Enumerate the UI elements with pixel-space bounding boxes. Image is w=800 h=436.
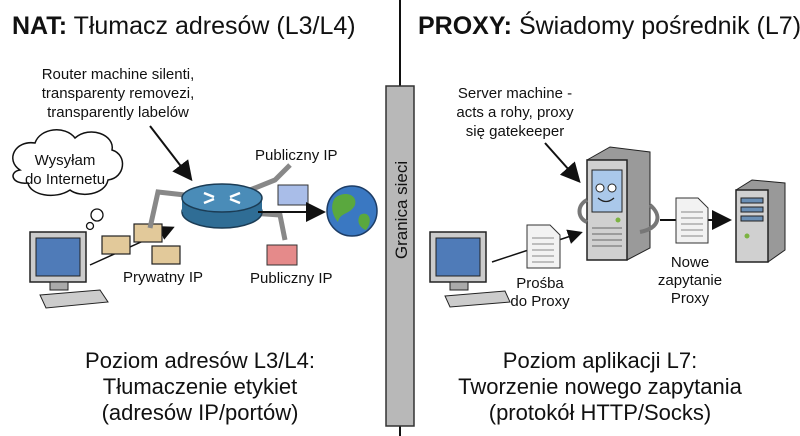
svg-text:transparently labelów: transparently labelów (47, 104, 189, 121)
svg-text:do Proxy: do Proxy (510, 293, 570, 310)
client-computer-icon (29, 231, 109, 309)
svg-text:Proxy: Proxy (671, 290, 710, 307)
network-boundary: Granica sieci (385, 85, 415, 427)
public-ip-label-bottom: Publiczny IP (250, 270, 333, 287)
public-ip-box-blue-icon (277, 184, 309, 206)
proxy-summary: Poziom aplikacji L7: Tworzenie nowego za… (458, 348, 742, 425)
new-request-label: Nowe zapytanie Proxy (658, 254, 722, 307)
request-document-icon (526, 224, 561, 269)
proxy-server-mascot-icon (577, 146, 660, 261)
svg-text:Tworzenie nowego zapytania: Tworzenie nowego zapytania (458, 374, 742, 399)
annotation-arrow (149, 125, 193, 182)
thought-cloud: Wysyłam do Internetu (12, 129, 124, 231)
public-ip-box-red-icon (266, 244, 298, 266)
proxy-annotation-arrow (544, 142, 581, 183)
nat-summary: Poziom adresów L3/L4: Tłumaczenie etykie… (85, 348, 315, 425)
svg-text:się gatekeeper: się gatekeeper (466, 123, 564, 140)
public-ip-label-top: Publiczny IP (255, 147, 338, 164)
svg-text:Poziom adresów L3/L4:: Poziom adresów L3/L4: (85, 348, 315, 373)
svg-text:(adresów IP/portów): (adresów IP/portów) (102, 400, 299, 425)
svg-text:Poziom aplikacji L7:: Poziom aplikacji L7: (503, 348, 697, 373)
svg-text:Nowe: Nowe (671, 254, 709, 271)
svg-text:transparenty removezi,: transparenty removezi, (42, 85, 195, 102)
new-request-document-icon (675, 197, 709, 244)
target-server-icon (735, 179, 786, 263)
svg-text:Wysyłam: Wysyłam (35, 152, 96, 169)
router-icon (147, 163, 292, 241)
svg-text:(protokół HTTP/Socks): (protokół HTTP/Socks) (489, 400, 712, 425)
request-label: Prośba (516, 275, 564, 292)
svg-text:zapytanie: zapytanie (658, 272, 722, 289)
svg-text:acts a rohy, proxy: acts a rohy, proxy (456, 104, 574, 121)
nat-title: NAT: Tłumacz adresów (L3/L4) (12, 12, 356, 40)
proxy-client-computer-icon (429, 231, 511, 308)
svg-text:Server machine -: Server machine - (458, 85, 572, 102)
packet-boxes-icon (101, 223, 181, 265)
nat-annotation: Router machine silenti, transparenty rem… (42, 66, 195, 121)
boundary-label: Granica sieci (392, 161, 411, 259)
globe-icon (326, 185, 378, 237)
svg-text:Router machine silenti,: Router machine silenti, (42, 66, 195, 83)
proxy-title: PROXY: Świadomy pośrednik (L7) (418, 10, 800, 40)
proxy-annotation: Server machine - acts a rohy, proxy się … (456, 85, 574, 140)
private-ip-label: Prywatny IP (123, 269, 203, 286)
svg-text:do Internetu: do Internetu (25, 171, 105, 188)
svg-text:Tłumaczenie etykiet: Tłumaczenie etykiet (103, 374, 297, 399)
